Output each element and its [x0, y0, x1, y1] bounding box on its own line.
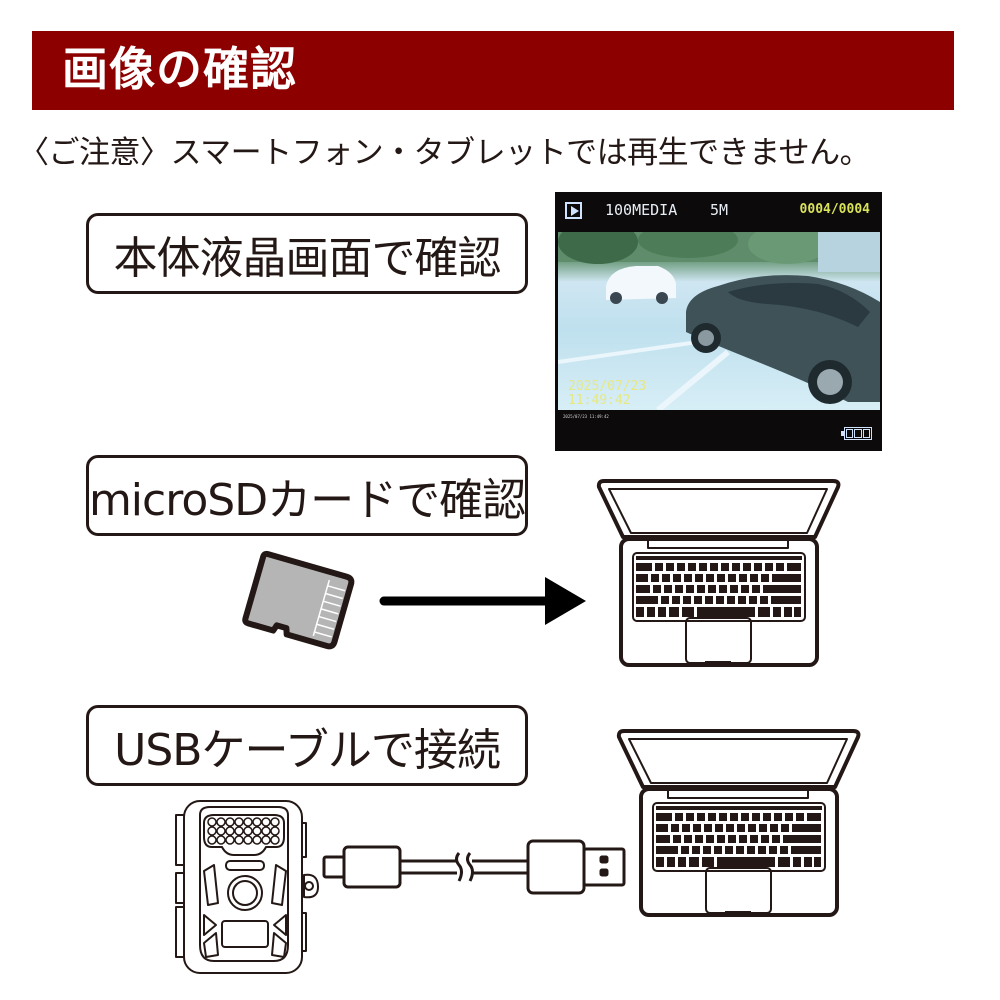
- section-label-text: 本体液晶画面で確認: [113, 232, 502, 284]
- lcd-date: 2025/07/23: [568, 379, 647, 394]
- keyboard-keys: [656, 806, 822, 867]
- ir-led-array: [207, 817, 280, 845]
- laptop-icon: [616, 729, 861, 917]
- lcd-datetime: 2025/07/23 11:49:42: [568, 380, 646, 408]
- keyboard-keys: [636, 556, 802, 617]
- lcd-photo: 2025/07/23 11:49:42: [558, 232, 880, 410]
- battery-full-icon: [841, 427, 872, 440]
- microsd-card-icon: [242, 550, 355, 650]
- play-icon: [565, 202, 582, 219]
- lcd-resolution: 5M: [710, 201, 729, 219]
- lcd-stamp: 2025/07/23 11:49:42: [563, 414, 609, 419]
- page-title: 画像の確認: [62, 42, 297, 96]
- photo-white-car: [606, 266, 676, 304]
- lcd-file-counter: 0004/0004: [799, 202, 870, 217]
- photo-dark-car: [686, 275, 880, 404]
- section-label-lcd: 本体液晶画面で確認: [86, 213, 528, 294]
- section-label-usb: USBケーブルで接続: [86, 705, 528, 786]
- lcd-time: 11:49:42: [568, 393, 631, 408]
- lcd-screen: 100MEDIA 5M 0004/0004: [555, 192, 882, 451]
- header-bar: 画像の確認: [32, 31, 954, 110]
- lcd-folder: 100MEDIA: [605, 201, 678, 219]
- section-label-microsd: microSDカードで確認: [86, 455, 528, 536]
- section-label-text: microSDカードで確認: [88, 474, 526, 526]
- trail-camera-icon: [175, 800, 319, 974]
- section-label-text: USBケーブルで接続: [114, 724, 501, 776]
- laptop-icon: [596, 479, 841, 667]
- lcd-status-bar: 100MEDIA 5M 0004/0004: [555, 192, 882, 232]
- arrow-right-icon: [379, 577, 586, 625]
- parking-lot-photo: [558, 232, 880, 410]
- notice-text: 〈ご注意〉スマートフォン・タブレットでは再生できません。: [18, 135, 871, 171]
- usb-cable-icon: [322, 839, 626, 895]
